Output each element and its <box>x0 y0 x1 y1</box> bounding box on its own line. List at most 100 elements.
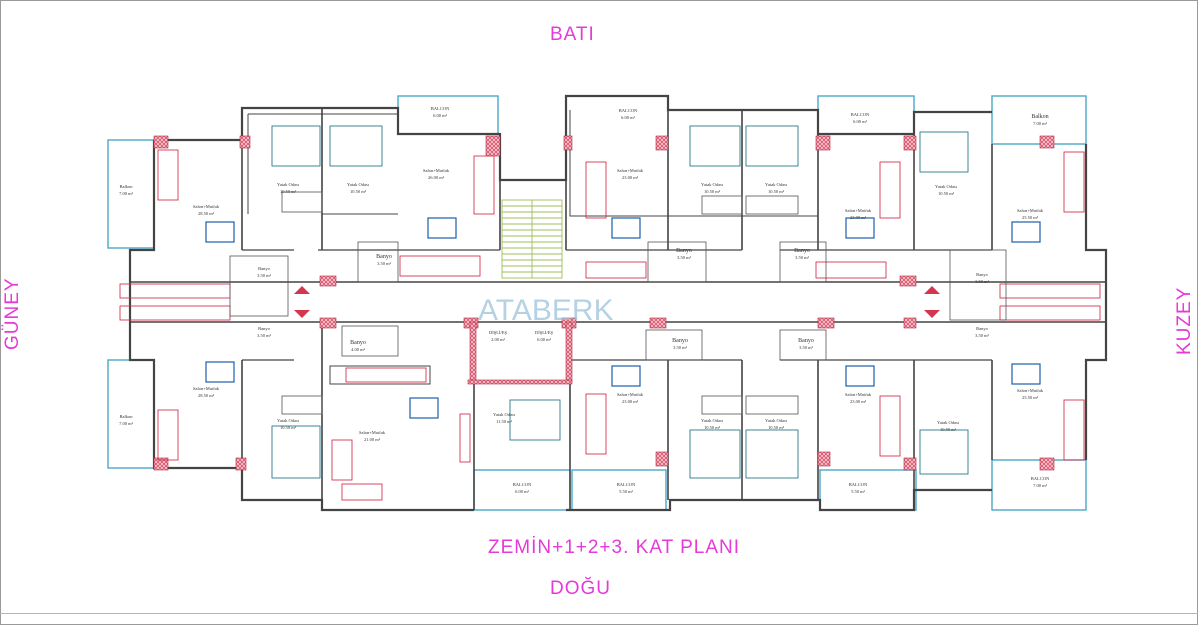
svg-text:25.50 m²: 25.50 m² <box>1022 215 1039 220</box>
svg-text:4.00 m²: 4.00 m² <box>351 347 366 352</box>
svg-text:Balkon: Balkon <box>120 184 134 189</box>
svg-text:Banyo: Banyo <box>676 248 692 254</box>
svg-text:7.00 m²: 7.00 m² <box>1033 121 1048 126</box>
svg-text:5.50 m²: 5.50 m² <box>619 489 634 494</box>
svg-text:10.50 m²: 10.50 m² <box>280 189 297 194</box>
columns <box>153 135 1055 471</box>
svg-text:21.00 m²: 21.00 m² <box>364 437 381 442</box>
svg-text:Banyo: Banyo <box>376 254 392 260</box>
svg-text:3.50 m²: 3.50 m² <box>377 261 392 266</box>
svg-text:7.00 m²: 7.00 m² <box>119 191 134 196</box>
svg-text:3.50 m²: 3.50 m² <box>799 345 814 350</box>
svg-text:Salon+Mutfak: Salon+Mutfak <box>423 168 450 173</box>
svg-text:Salon+Mutfak: Salon+Mutfak <box>359 430 386 435</box>
svg-text:Yatak Odası: Yatak Odası <box>765 182 788 187</box>
svg-text:Banyo: Banyo <box>258 266 270 271</box>
svg-text:3.50 m²: 3.50 m² <box>257 273 272 278</box>
room-diger-1: DİŞLİ/EŞ2.00 m² <box>489 330 507 342</box>
corridor-arrows <box>294 286 940 318</box>
svg-text:23.00 m²: 23.00 m² <box>622 399 639 404</box>
svg-text:Salon+Mutfak: Salon+Mutfak <box>845 392 872 397</box>
svg-text:3.50 m²: 3.50 m² <box>673 345 688 350</box>
svg-text:Banyo: Banyo <box>976 272 988 277</box>
svg-text:Yatak Odası: Yatak Odası <box>277 418 300 423</box>
room-salon-t2: Salon+Mutfak 23.00 m² <box>617 168 644 180</box>
svg-text:Yatak Odası: Yatak Odası <box>493 412 516 417</box>
svg-text:6.00 m²: 6.00 m² <box>433 113 448 118</box>
svg-text:Banyo: Banyo <box>798 338 814 344</box>
svg-text:Banyo: Banyo <box>350 340 366 346</box>
room-salon-t1: Salon+Mutfak 26.00 m² <box>423 168 450 180</box>
svg-text:BALCON: BALCON <box>513 482 532 487</box>
svg-text:3.50 m²: 3.50 m² <box>975 279 990 284</box>
svg-text:23.00 m²: 23.00 m² <box>622 175 639 180</box>
svg-text:BALCON: BALCON <box>851 112 870 117</box>
svg-text:Yatak Odası: Yatak Odası <box>701 182 724 187</box>
walls <box>128 94 1108 512</box>
room-balcon-t3: BALCON 6.00 m² <box>851 112 870 124</box>
bottom-rule <box>0 613 1198 614</box>
beds <box>271 125 969 479</box>
room-diger-2: DİŞLİ/EŞ6.00 m² <box>535 330 553 342</box>
svg-text:3.50 m²: 3.50 m² <box>677 255 692 260</box>
svg-text:26.00 m²: 26.00 m² <box>428 175 445 180</box>
staircase <box>501 199 563 279</box>
room-yatak-4: Yatak Odası 10.50 m² <box>701 182 724 194</box>
svg-text:5.50 m²: 5.50 m² <box>851 489 866 494</box>
svg-text:Salon+Mutfak: Salon+Mutfak <box>617 168 644 173</box>
svg-text:Banyo: Banyo <box>672 338 688 344</box>
svg-text:28.50 m²: 28.50 m² <box>198 393 215 398</box>
svg-text:23.00 m²: 23.00 m² <box>850 215 867 220</box>
svg-text:Banyo: Banyo <box>794 248 810 254</box>
svg-text:BALCON: BALCON <box>1031 476 1050 481</box>
svg-text:BALCON: BALCON <box>617 482 636 487</box>
room-banyo-w-bot: Banyo 3.50 m² <box>257 326 272 338</box>
room-salon-e-top: Salon+Mutfak 25.50 m² <box>1017 208 1044 220</box>
svg-text:Balkon: Balkon <box>120 414 134 419</box>
svg-text:23.00 m²: 23.00 m² <box>850 399 867 404</box>
watermark: ATABERK <box>478 294 614 327</box>
svg-text:Banyo: Banyo <box>258 326 270 331</box>
svg-text:25.50 m²: 25.50 m² <box>1022 395 1039 400</box>
svg-text:Yatak Odası: Yatak Odası <box>937 420 960 425</box>
bathroom-fixtures <box>229 241 1007 361</box>
svg-text:BALCON: BALCON <box>619 108 638 113</box>
svg-text:10.50 m²: 10.50 m² <box>938 191 955 196</box>
svg-text:10.50 m²: 10.50 m² <box>704 189 721 194</box>
svg-text:10.50 m²: 10.50 m² <box>768 425 785 430</box>
svg-text:Salon+Mutfak: Salon+Mutfak <box>193 204 220 209</box>
room-balcon-b2: BALCON 5.50 m² <box>617 482 636 494</box>
svg-text:3.50 m²: 3.50 m² <box>257 333 272 338</box>
svg-text:Salon+Mutfak: Salon+Mutfak <box>1017 208 1044 213</box>
svg-text:DİŞLİ/EŞ: DİŞLİ/EŞ <box>489 330 507 335</box>
svg-text:Balkon: Balkon <box>1031 114 1048 120</box>
svg-text:Yatak Odası: Yatak Odası <box>347 182 370 187</box>
svg-text:6.00 m²: 6.00 m² <box>853 119 868 124</box>
direction-west-label: BATI <box>550 24 595 45</box>
room-salon-c: Salon+Mutfak 21.00 m² <box>359 430 386 442</box>
svg-text:Salon+Mutfak: Salon+Mutfak <box>1017 388 1044 393</box>
